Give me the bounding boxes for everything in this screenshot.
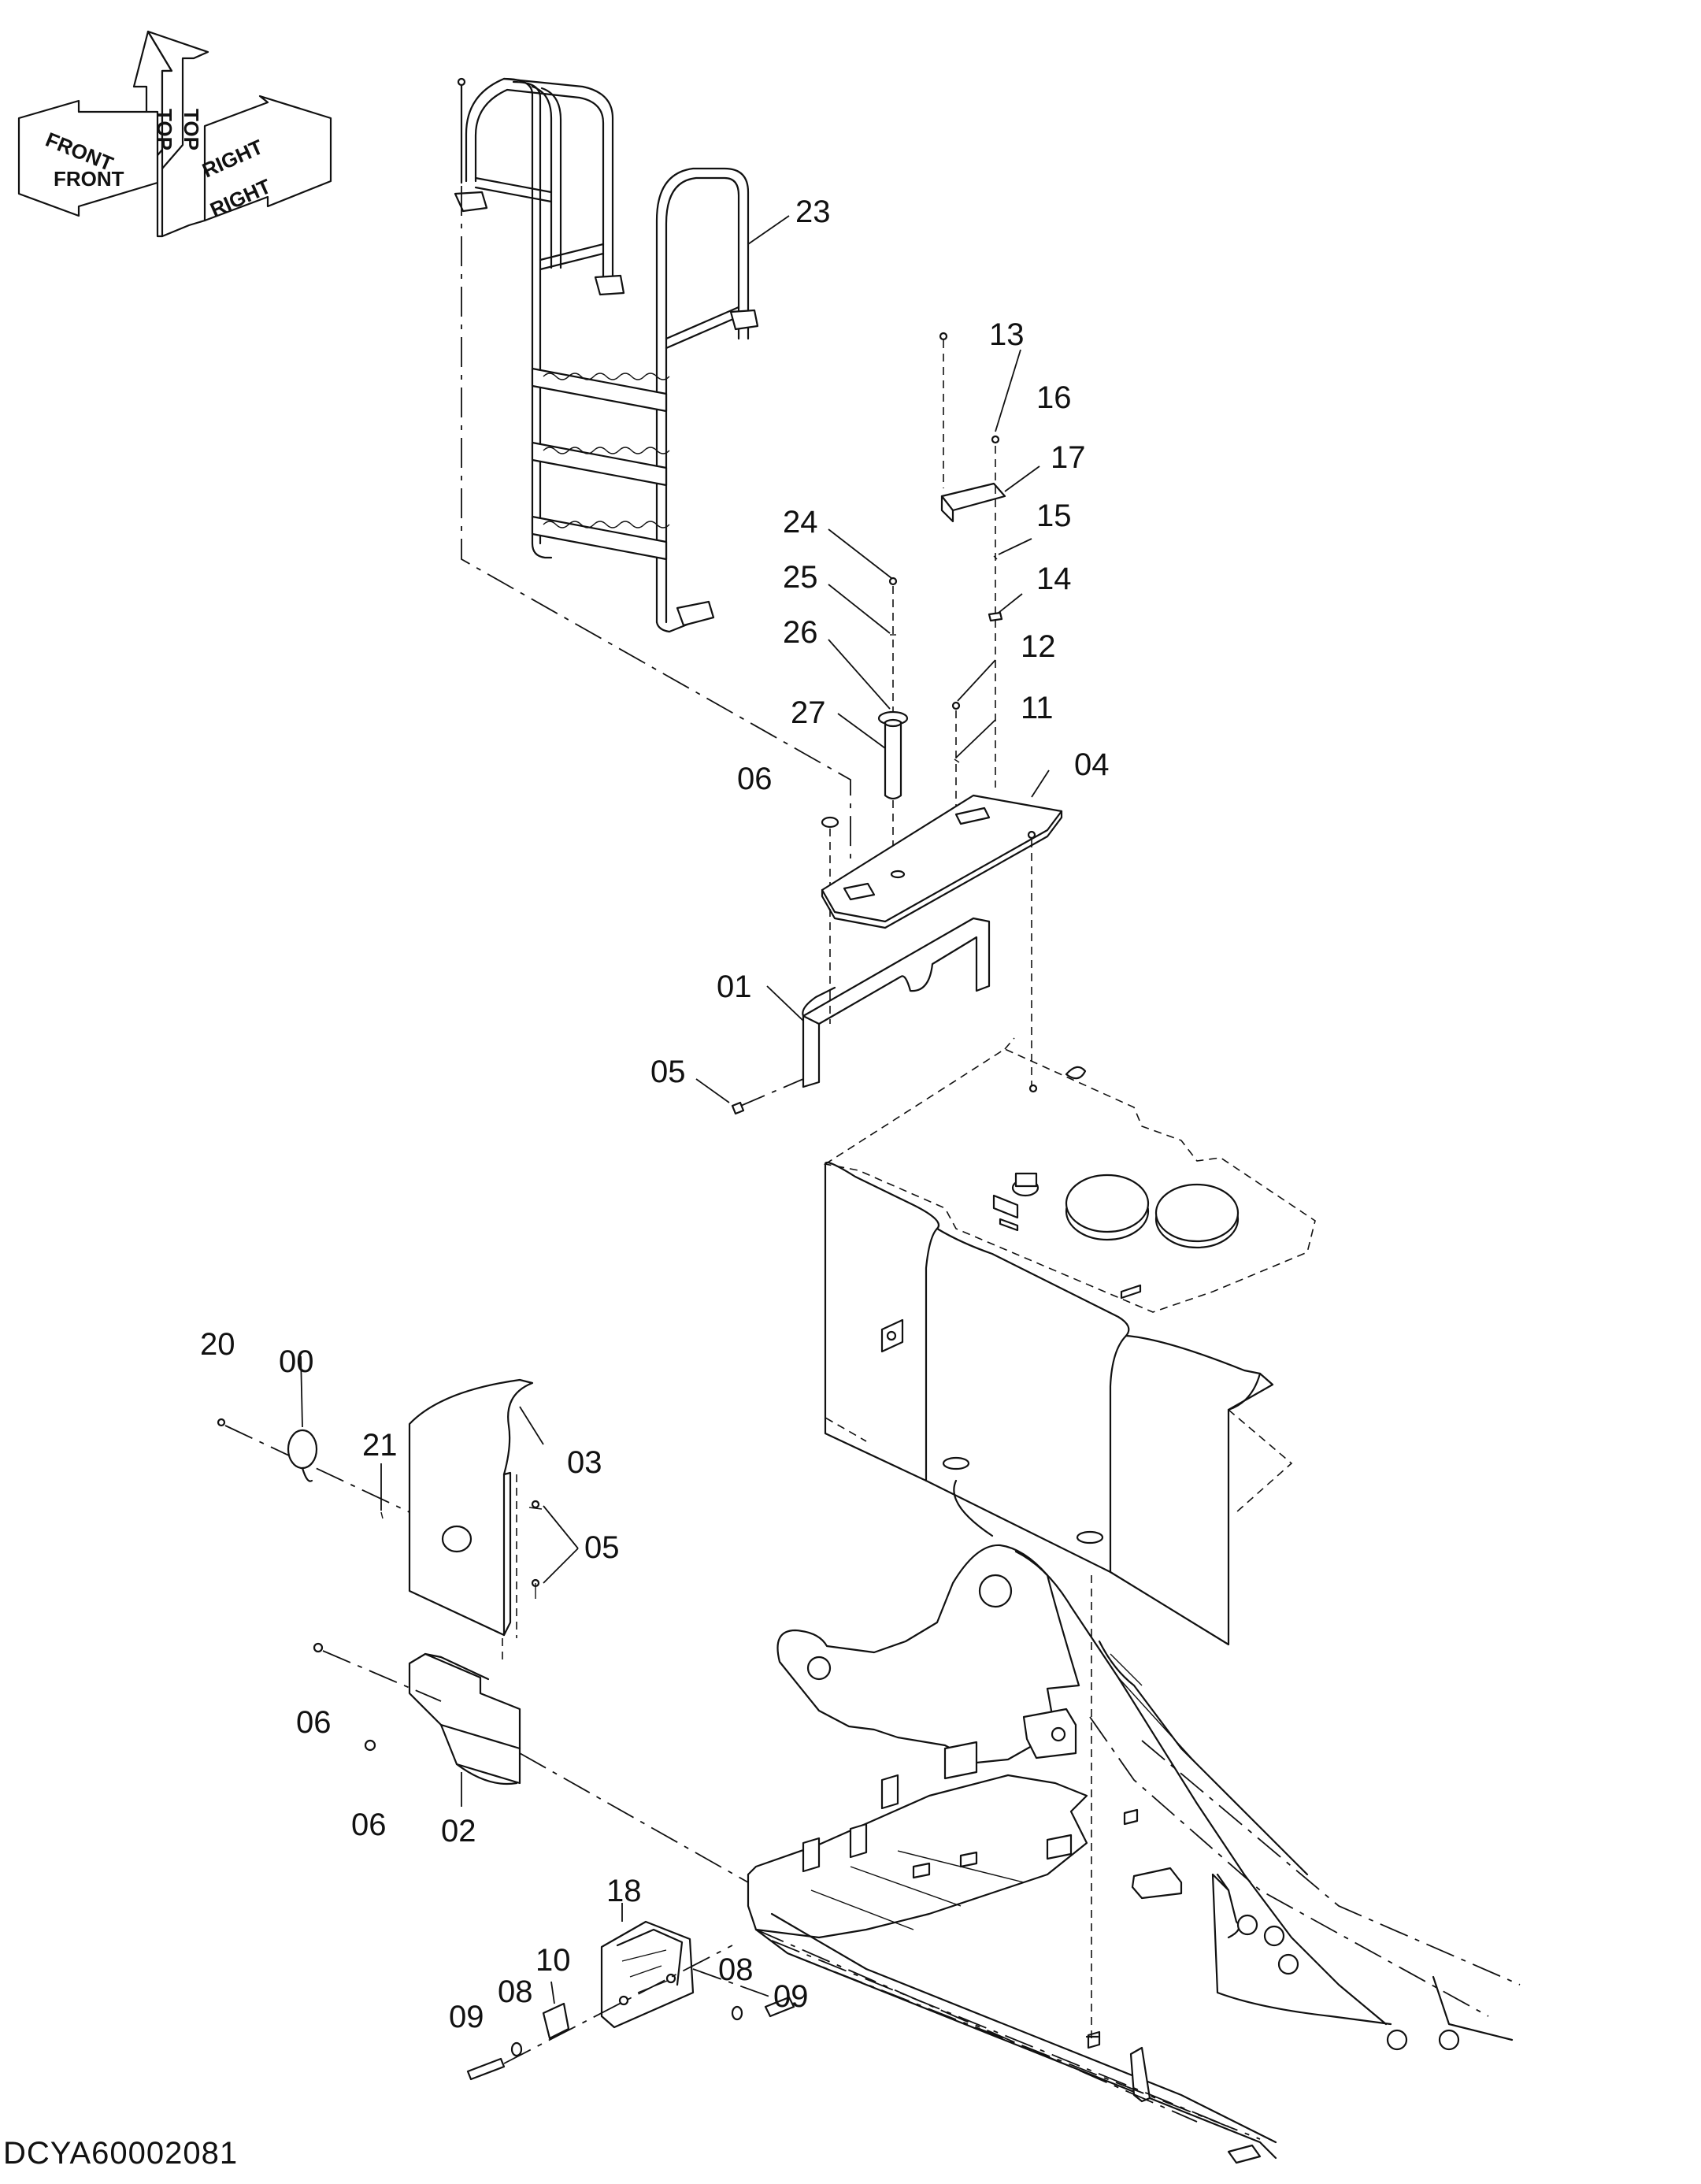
lower-bracket	[313, 1638, 749, 1883]
upper-structure-frame	[747, 1544, 1521, 2164]
callout-06-mid: 06	[296, 1705, 332, 1740]
front-label: FRONT	[54, 167, 124, 191]
callout-09-right: 09	[773, 1979, 809, 2014]
callout-05-mid: 05	[584, 1530, 620, 1565]
callout-14: 14	[1036, 562, 1072, 596]
callout-08-right: 08	[718, 1952, 754, 1987]
callout-27: 27	[791, 695, 826, 730]
callout-04: 04	[1074, 747, 1110, 782]
callout-16: 16	[1036, 380, 1072, 415]
callout-25: 25	[783, 560, 818, 595]
callout-01: 01	[717, 970, 752, 1004]
callout-10: 10	[536, 1943, 571, 1978]
drawing-code: DCYA60002081	[3, 2136, 239, 2171]
callout-17: 17	[1051, 440, 1086, 475]
callout-11: 11	[1021, 691, 1054, 725]
callout-18: 18	[606, 1874, 642, 1908]
callout-15: 15	[1036, 499, 1072, 533]
callout-20: 20	[200, 1327, 235, 1362]
support-bracket	[731, 917, 991, 1115]
step-plate	[821, 794, 1063, 1087]
hardware-stacks	[461, 186, 1006, 992]
callout-06-low: 06	[351, 1808, 387, 1842]
callout-03: 03	[567, 1445, 602, 1480]
callout-26: 26	[783, 615, 818, 650]
callout-13: 13	[989, 317, 1025, 352]
ladder-assembly	[454, 77, 759, 633]
step-bracket	[466, 1920, 795, 2081]
callout-09-left: 09	[449, 2000, 484, 2034]
side-cover	[217, 1378, 543, 1638]
callout-08-left: 08	[498, 1974, 533, 2009]
top-label-left: TOP	[153, 109, 176, 150]
callout-23: 23	[795, 195, 831, 229]
callout-24: 24	[783, 505, 818, 540]
callout-02: 02	[441, 1814, 476, 1848]
callout-05-top: 05	[650, 1055, 686, 1089]
callout-12: 12	[1021, 629, 1056, 664]
callout-00: 00	[279, 1344, 314, 1379]
callout-labels: 23 13 16 17 15 24 25 14 26 12 27 11 06 0…	[200, 195, 1110, 2034]
callout-06-top: 06	[737, 762, 773, 796]
callout-leaders	[300, 215, 1050, 2004]
top-label-right: TOP	[180, 109, 203, 150]
tank-body	[823, 1037, 1316, 1646]
orientation-indicator: FRONT FRONT TOP TOP RIGHT RIGHT	[17, 30, 332, 238]
callout-21: 21	[362, 1428, 398, 1463]
